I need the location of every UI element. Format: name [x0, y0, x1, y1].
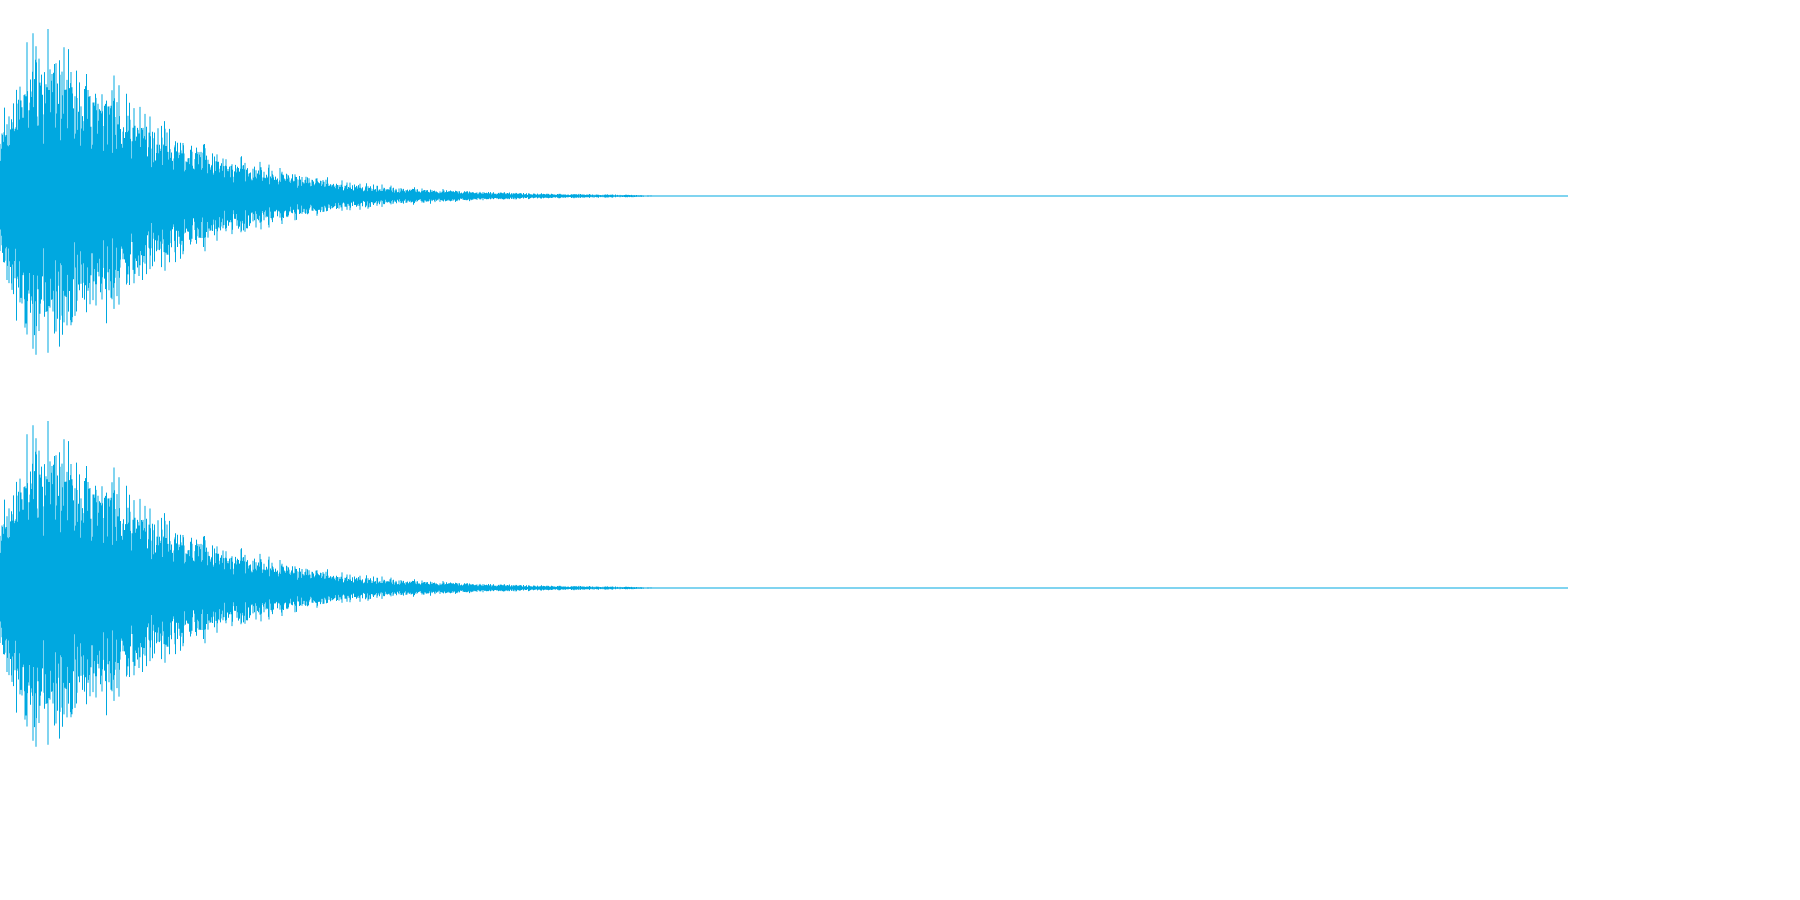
channel-2-waveform-trace — [0, 421, 671, 747]
channel-1-waveform[interactable] — [0, 29, 1568, 355]
channel-2-waveform[interactable] — [0, 421, 1568, 747]
channel-1-waveform-trace — [0, 29, 671, 355]
